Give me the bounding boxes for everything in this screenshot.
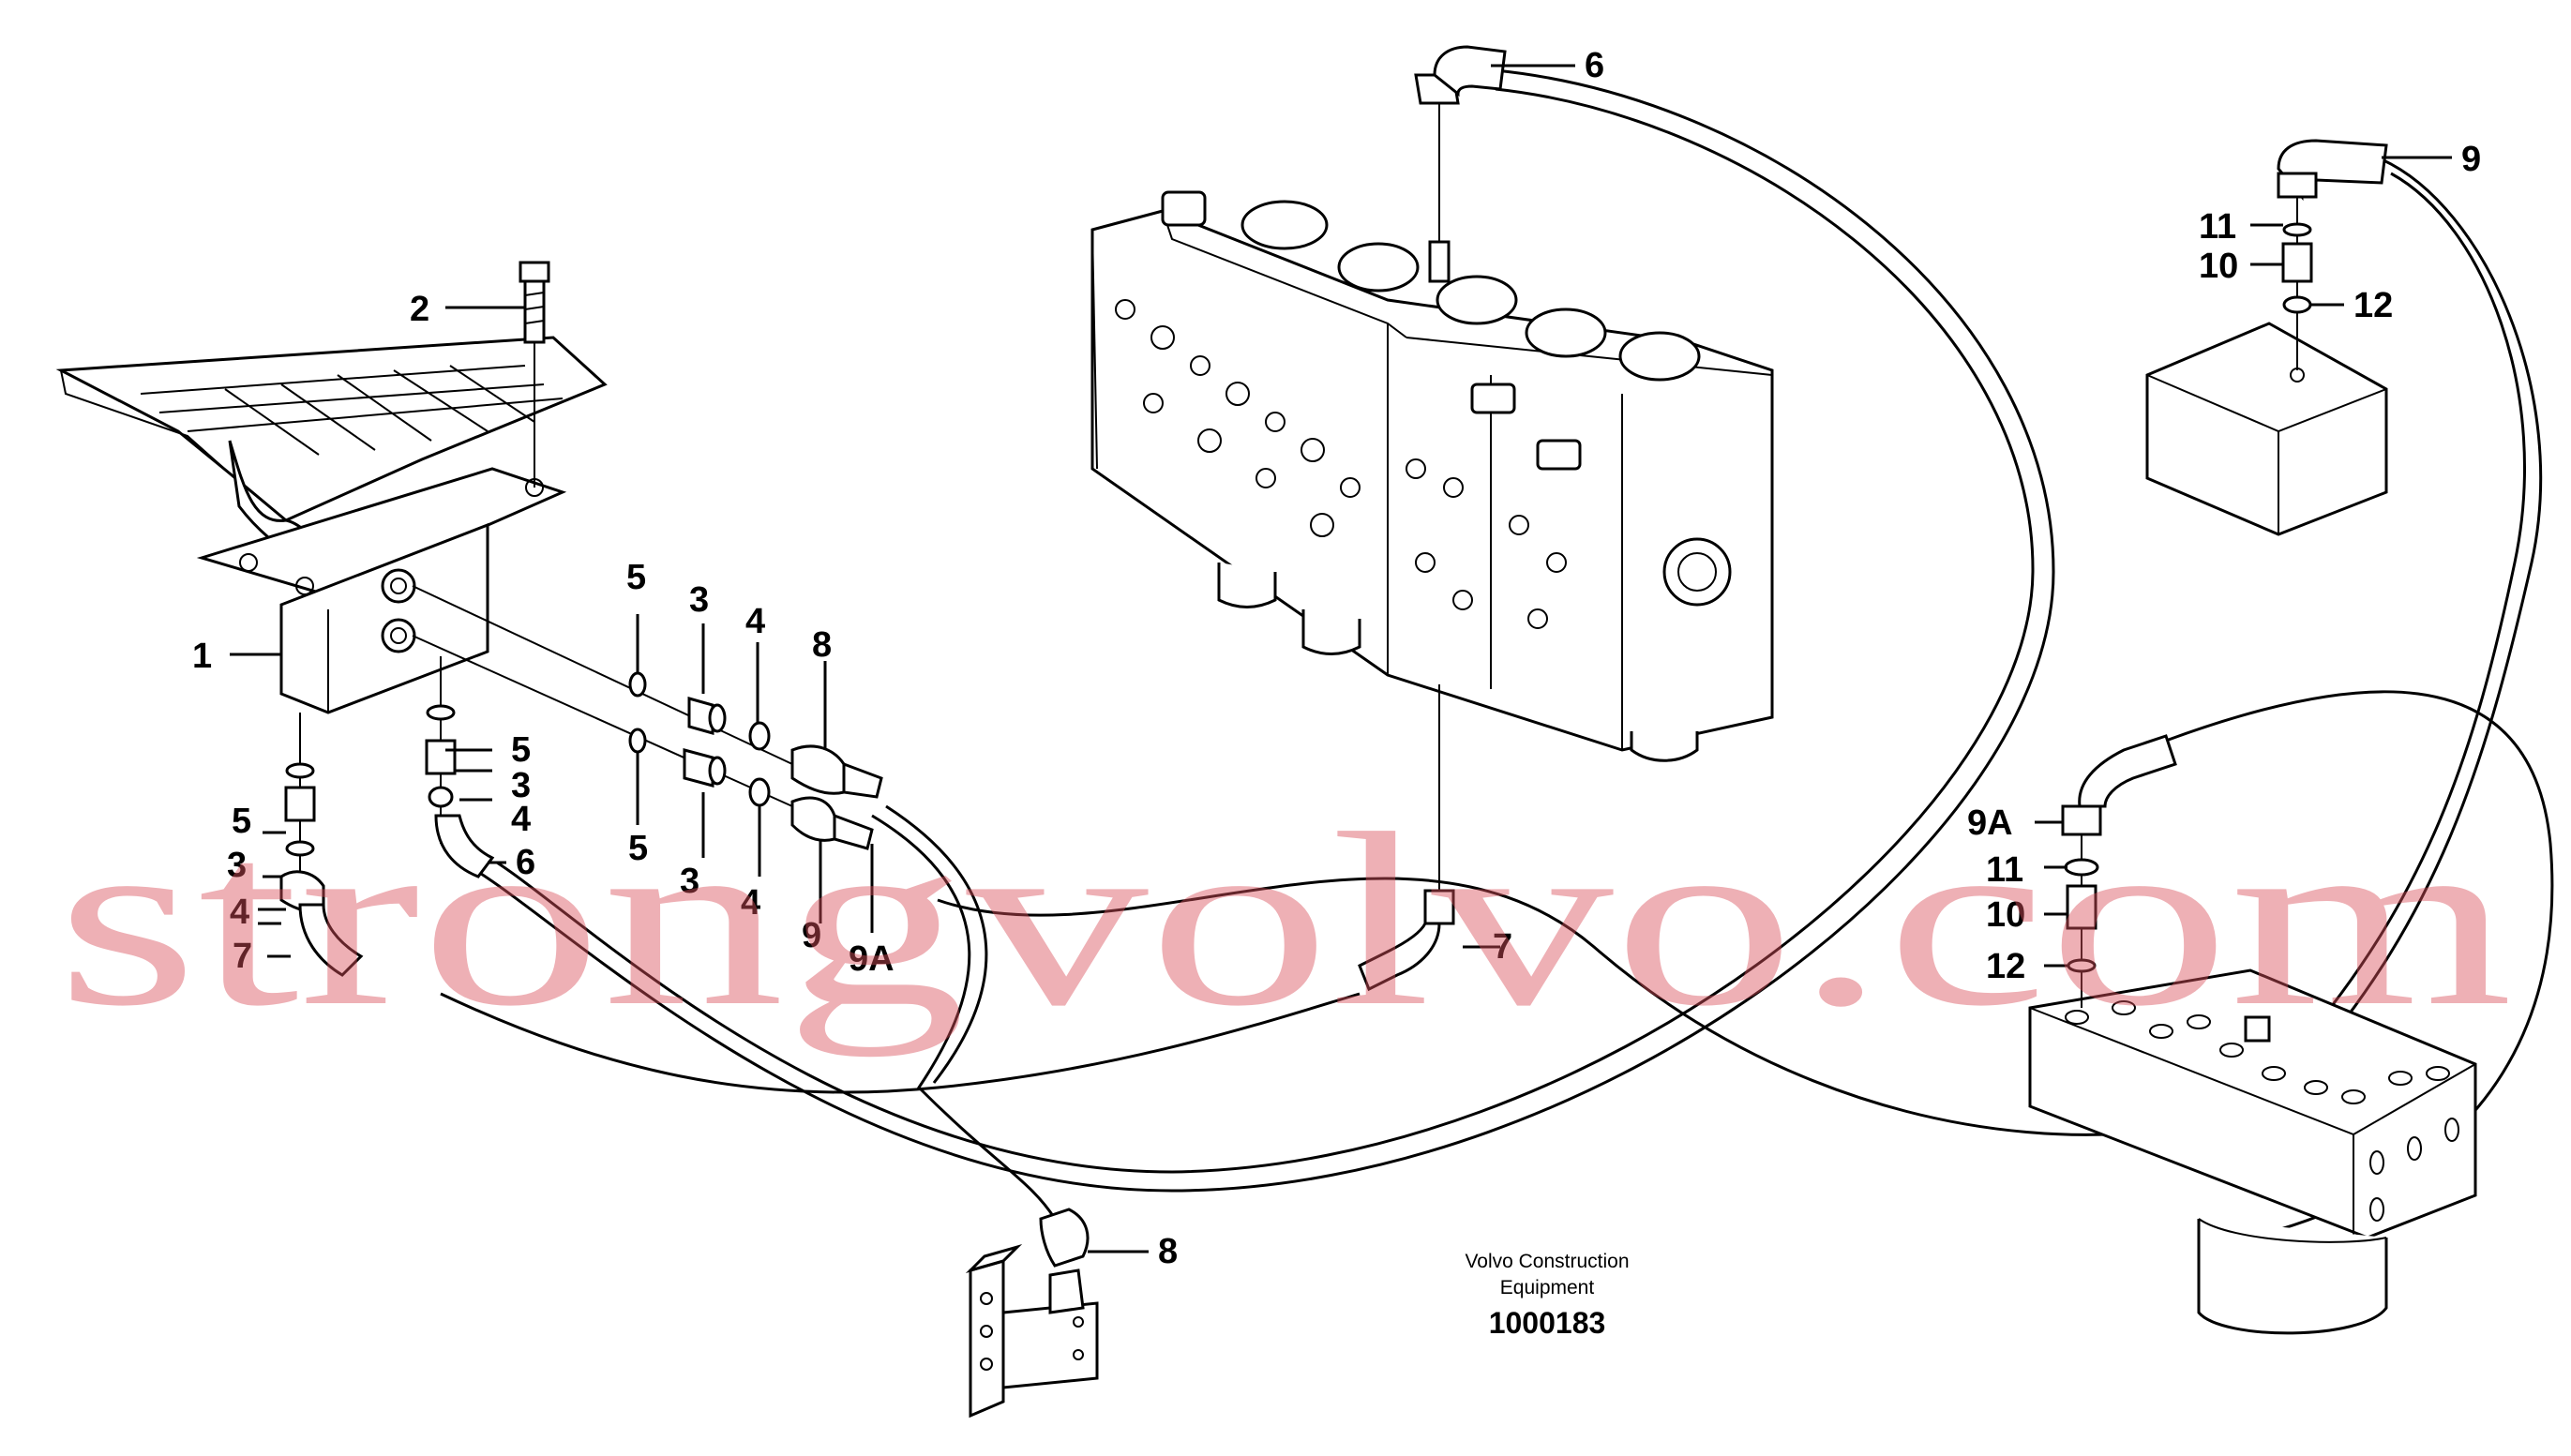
pedal-tread-pattern [140, 365, 564, 456]
callout-3-lower: 3 [680, 862, 699, 901]
callout-1: 1 [192, 637, 212, 676]
callout-9a-right: 9A [1967, 803, 2013, 843]
callout-5-bottom-left: 5 [232, 802, 251, 841]
callout-5-right-pedal: 5 [511, 730, 531, 770]
callout-9-lower: 9 [802, 916, 821, 955]
hose-7 [440, 992, 1361, 1094]
bracket-assembly [965, 1208, 1099, 1418]
caption-line-2: Equipment [1500, 1277, 1595, 1298]
callout-6-pedal: 6 [516, 843, 535, 882]
callout-11-right: 11 [1986, 850, 2023, 890]
hose-8-outer [885, 804, 988, 1084]
callout-2: 2 [410, 290, 429, 329]
elbow-fitting-6 [1414, 45, 1507, 105]
filter-canister [2197, 1219, 2388, 1335]
callout-7-valve: 7 [1493, 927, 1512, 967]
callout-5-lower: 5 [628, 829, 648, 868]
pedal-bottom-fittings [279, 704, 495, 977]
callout-10-right: 10 [1986, 895, 2025, 935]
foot-pedal-assembly [55, 336, 608, 714]
pedal-base-plate [196, 467, 567, 597]
callout-4-lower: 4 [741, 883, 760, 923]
manifold-assembly [2028, 734, 2477, 1335]
callout-3-bottom-left: 3 [227, 846, 247, 885]
bolt-2 [519, 261, 550, 488]
callout-4-upper: 4 [745, 602, 765, 641]
callout-4-right-pedal: 4 [511, 800, 531, 839]
hose-6-outer [496, 87, 2035, 1174]
drawing-number: 1000183 [1489, 1306, 1606, 1340]
reservoir-assembly [2145, 139, 2388, 536]
callout-9a-lower: 9A [849, 939, 895, 979]
callout-6-top: 6 [1585, 46, 1604, 85]
valve-ports [1115, 299, 1567, 629]
fittings-upper-row [628, 671, 883, 799]
callout-12-right: 12 [1986, 947, 2025, 986]
callout-12-top: 12 [2353, 286, 2393, 325]
hose-8 [871, 814, 1057, 1220]
pedal-valve-block [279, 522, 489, 714]
callout-numbers: 1 2 5 3 4 8 5 3 4 9 9A 5 3 4 7 5 3 4 6 6… [192, 46, 2481, 1271]
watermark-text: strongvolvo.com [56, 783, 2513, 1058]
callout-4-bottom-left: 4 [230, 893, 249, 932]
callout-3-right-pedal: 3 [511, 766, 531, 805]
callout-7-left: 7 [233, 937, 252, 976]
hose-9-outer [2286, 172, 2526, 1060]
callout-10-top: 10 [2199, 247, 2238, 286]
callout-9-top: 9 [2461, 140, 2481, 179]
caption-block: Volvo Construction Equipment 1000183 [1465, 1251, 1629, 1340]
leader-lines [230, 64, 2452, 1253]
callout-3-upper: 3 [689, 580, 709, 620]
callout-5-upper: 5 [626, 558, 646, 597]
manifold-block [2028, 968, 2477, 1239]
callout-8-bracket: 8 [1158, 1232, 1178, 1271]
valve-main-body [1090, 209, 1774, 752]
elbow-fitting-7 [1358, 922, 1441, 992]
caption-line-1: Volvo Construction [1465, 1251, 1629, 1272]
valve-solenoid [1662, 537, 1732, 607]
pedal-plate [55, 336, 608, 522]
control-valve-block [1090, 103, 1774, 925]
callout-8-upper: 8 [812, 625, 832, 665]
valve-caps [1161, 190, 1701, 471]
manifold-ports [2065, 1000, 2459, 1222]
callout-11-top: 11 [2199, 207, 2236, 247]
hose-6 [477, 68, 2055, 1193]
reservoir-tank [2145, 322, 2388, 536]
